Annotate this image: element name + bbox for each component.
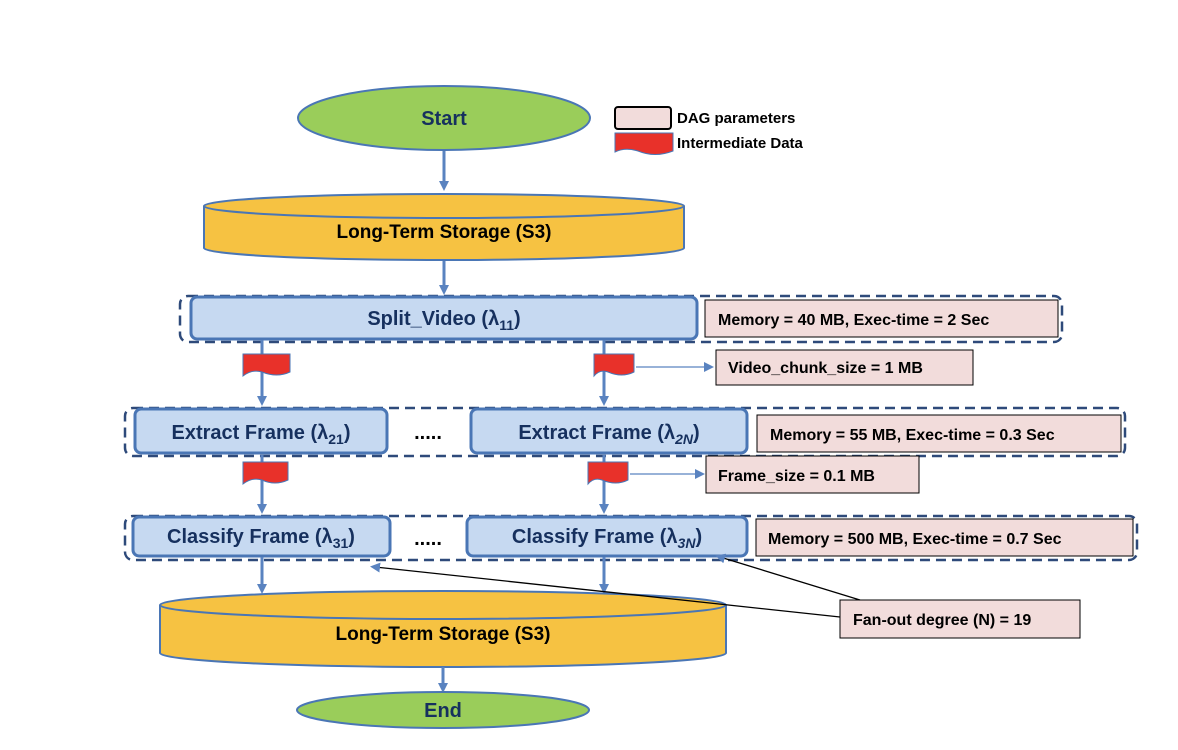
extract-frame-group-border xyxy=(123,406,1127,458)
intermediate-data-flag-frame-1 xyxy=(242,461,289,486)
split-video-params-box xyxy=(704,299,1059,338)
storage-top-label: Long-Term Storage (S3) xyxy=(337,222,552,243)
classify-frame-1-label: Classify Frame (λ31) xyxy=(167,526,355,551)
fan-out-pointer-to-classify-n xyxy=(715,553,861,601)
storage-bottom-label: Long-Term Storage (S3) xyxy=(336,624,551,645)
legend-dag-parameters-swatch xyxy=(614,106,672,130)
frame-size-label: Frame_size = 0.1 MB xyxy=(718,468,875,485)
extract-frame-params: Memory = 55 MB, Exec-time = 0.3 Sec xyxy=(770,427,1055,444)
frame-size-box xyxy=(705,455,920,494)
extract-frame-ellipsis: ..... xyxy=(414,422,442,444)
storage-top-node xyxy=(203,193,685,261)
fan-out-pointer-to-classify-1 xyxy=(370,562,841,618)
video-chunk-size-box xyxy=(715,349,974,386)
split-video-node xyxy=(189,295,699,341)
classify-frame-params-box xyxy=(755,518,1134,557)
intermediate-data-flag-frame-n xyxy=(587,461,629,486)
legend-intermediate-data-label: Intermediate Data xyxy=(677,135,804,152)
extract-frame-params-box xyxy=(756,414,1122,453)
extract-frame-n-label: Extract Frame (λ2N) xyxy=(518,422,699,447)
classify-frame-n-label: Classify Frame (λ3N) xyxy=(512,526,702,551)
end-node xyxy=(296,691,590,729)
split-video-label: Split_Video (λ11) xyxy=(367,308,520,333)
legend-dag-parameters-label: DAG parameters xyxy=(677,110,795,127)
classify-frame-1-node xyxy=(131,515,392,558)
extract-frame-1-node xyxy=(133,407,389,455)
extract-frame-1-label: Extract Frame (λ21) xyxy=(172,422,351,447)
end-label: End xyxy=(424,700,462,722)
storage-bottom-node xyxy=(159,590,727,668)
classify-frame-params: Memory = 500 MB, Exec-time = 0.7 Sec xyxy=(768,531,1062,548)
split-video-params: Memory = 40 MB, Exec-time = 2 Sec xyxy=(718,312,989,329)
extract-frame-n-node xyxy=(469,407,749,455)
fan-out-degree-box xyxy=(839,599,1081,639)
classify-frame-ellipsis: ..... xyxy=(414,528,442,550)
fan-out-degree-label: Fan-out degree (N) = 19 xyxy=(853,612,1031,629)
classify-frame-n-node xyxy=(465,515,749,558)
start-label: Start xyxy=(421,108,467,130)
intermediate-data-flag-chunk-1 xyxy=(242,353,291,378)
intermediate-data-flag-chunk-n xyxy=(593,353,635,378)
legend-intermediate-data-swatch xyxy=(614,132,674,155)
start-node xyxy=(297,85,591,151)
video-chunk-size-label: Video_chunk_size = 1 MB xyxy=(728,360,923,377)
legend: DAG parameters Intermediate Data xyxy=(614,106,804,155)
